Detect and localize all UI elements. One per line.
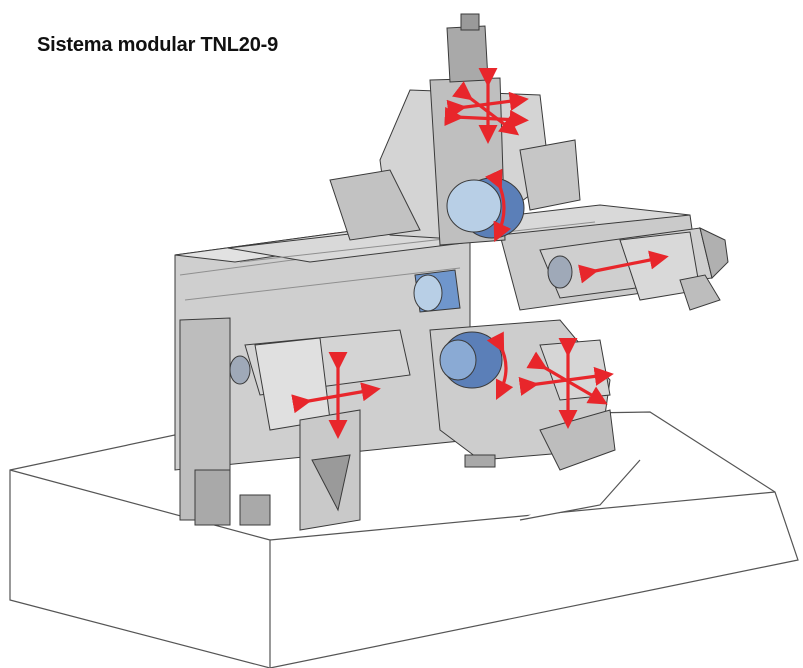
machine-base-enclosure xyxy=(9,411,799,668)
motion-arrows xyxy=(291,67,669,439)
lower-turret-rotation-arrow xyxy=(486,331,514,401)
upper-diagonal-arrow xyxy=(452,81,520,136)
lower-diagonal-arrow xyxy=(526,351,608,405)
upper-turret-rotation-arrow xyxy=(484,168,512,243)
page-title: Sistema modular TNL20-9 xyxy=(37,34,279,56)
left-tool-unit xyxy=(229,329,411,531)
right-slide-arrow xyxy=(578,250,669,284)
left-horizontal-arrow xyxy=(291,382,381,414)
main-spindle xyxy=(413,269,461,313)
